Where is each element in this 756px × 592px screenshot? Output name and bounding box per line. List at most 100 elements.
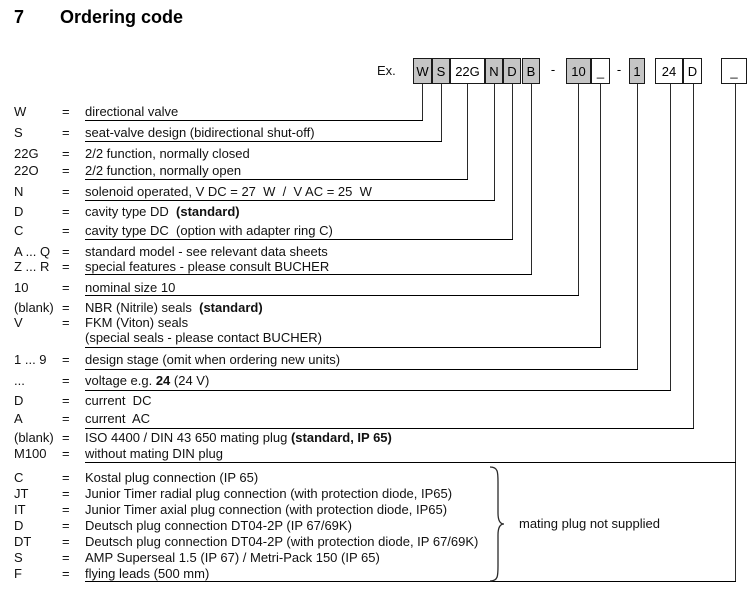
connector-vline-s: [441, 84, 442, 142]
code-box-w: W: [413, 58, 432, 84]
legend-row-current-dc: D=current DC: [0, 393, 151, 408]
row-code: C: [14, 223, 24, 238]
row-code: Z ... R: [14, 259, 50, 274]
legend-row-special-seals: (special seals - please contact BUCHER): [0, 330, 322, 345]
desc-text: nominal size 10: [85, 280, 176, 295]
desc-text: Junior Timer axial plug connection (with…: [85, 502, 448, 517]
desc-text: special features - please consult BUCHER: [85, 259, 330, 274]
legend-row-22g: 22G=2/2 function, normally closed: [0, 146, 250, 161]
row-description: Junior Timer radial plug connection (wit…: [85, 486, 452, 501]
legend-row-deutsch: D=Deutsch plug connection DT04-2P (IP 67…: [0, 518, 352, 533]
legend-row-m100: M100=without mating DIN plug: [0, 446, 223, 461]
row-code: W: [14, 104, 27, 119]
desc-bold: 24: [155, 373, 171, 388]
desc-text: Junior Timer radial plug connection (wit…: [85, 486, 453, 501]
legend-row-cavity-dd: D = cavity type DD (standard): [0, 204, 240, 219]
desc-text: ISO 4400 / DIN 43 650 mating plug: [85, 430, 291, 445]
row-description: flying leads (500 mm): [85, 566, 209, 581]
row-equals: =: [62, 280, 70, 295]
row-description: without mating DIN plug: [85, 446, 223, 461]
row-code: A: [14, 411, 23, 426]
legend-row-flying-leads: F = flying leads (500 mm): [0, 566, 209, 581]
desc-bold: (standard, IP 65): [290, 430, 392, 445]
desc-text: directional valve: [85, 104, 179, 119]
underline-cavity: [85, 239, 513, 240]
row-code: F: [14, 566, 22, 581]
row-description: Junior Timer axial plug connection (with…: [85, 502, 447, 517]
legend-row-iso-plug: (blank)=ISO 4400 / DIN 43 650 mating plu…: [0, 430, 392, 445]
code-box-24: 24: [655, 58, 683, 84]
desc-text: current AC: [85, 411, 151, 426]
row-equals: =: [62, 204, 70, 219]
desc-text: cavity type DC (option with adapter ring…: [85, 223, 333, 238]
legend-row-current-ac: A=current AC: [0, 411, 150, 426]
row-equals: =: [62, 566, 70, 581]
legend-row-cavity-dc: C=cavity type DC (option with adapter ri…: [0, 223, 333, 238]
legend-row-n: N=solenoid operated, V DC = 27 W / V AC …: [0, 184, 372, 199]
row-description: nominal size 10: [85, 280, 175, 295]
row-code: JT: [14, 486, 29, 501]
row-equals: =: [62, 244, 70, 259]
row-description: voltage e.g. 24 (24 V): [85, 373, 209, 388]
row-equals: =: [62, 430, 70, 445]
legend-row-special-features: Z ... R=special features - please consul…: [0, 259, 329, 274]
underline-plug-type: [85, 581, 736, 582]
code-box-22g: 22G: [450, 58, 485, 84]
row-description: FKM (Viton) seals: [85, 315, 188, 330]
row-equals: =: [62, 393, 70, 408]
code-box-plug: _: [721, 58, 747, 84]
connector-vline-d: [512, 84, 513, 240]
row-code: S: [14, 550, 23, 565]
row-description: standard model - see relevant data sheet…: [85, 244, 328, 259]
legend-row-jt: JT=Junior Timer radial plug connection (…: [0, 486, 452, 501]
row-description: 2/2 function, normally open: [85, 163, 241, 178]
legend-row-standard-model: A ... Q=standard model - see relevant da…: [0, 244, 328, 259]
code-box-seal: _: [591, 58, 610, 84]
legend-row-deutsch-diode: DT=Deutsch plug connection DT04-2P (with…: [0, 534, 478, 549]
row-code: V: [14, 315, 23, 330]
connector-vline-seal: [600, 84, 601, 348]
row-code: N: [14, 184, 24, 199]
desc-text: AMP Superseal 1.5 (IP 67) / Metri-Pack 1…: [85, 550, 380, 565]
row-equals: =: [62, 373, 70, 388]
underline-size: [85, 295, 579, 296]
connector-vline-plug: [735, 84, 736, 582]
row-description: cavity type DC (option with adapter ring…: [85, 223, 333, 238]
row-description: Kostal plug connection (IP 65): [85, 470, 258, 485]
code-box-10: 10: [566, 58, 591, 84]
underline-w: [85, 120, 423, 121]
underline-model: [85, 274, 532, 275]
connector-vline-24: [670, 84, 671, 391]
row-code: 22O: [14, 163, 39, 178]
row-equals: =: [62, 502, 70, 517]
row-code: D: [14, 518, 24, 533]
legend-row-it: IT=Junior Timer axial plug connection (w…: [0, 502, 447, 517]
row-equals: =: [62, 352, 70, 367]
underline-seals: [85, 347, 601, 348]
desc-bold: (standard): [176, 204, 240, 219]
desc-text: current DC: [85, 393, 152, 408]
row-description: AMP Superseal 1.5 (IP 67) / Metri-Pack 1…: [85, 550, 380, 565]
code-separator: -: [616, 62, 622, 77]
row-code: D: [14, 204, 24, 219]
desc-text: NBR (Nitrile) seals: [85, 300, 200, 315]
section-number: 7: [14, 7, 25, 27]
row-description: Deutsch plug connection DT04-2P (IP 67/6…: [85, 518, 352, 533]
row-equals: =: [62, 550, 70, 565]
row-equals: =: [62, 163, 70, 178]
desc-text: solenoid operated, V DC = 27 W / V AC = …: [85, 184, 372, 199]
underline-voltage: [85, 390, 671, 391]
row-description: 2/2 function, normally closed: [85, 146, 250, 161]
desc-text: without mating DIN plug: [85, 446, 224, 461]
row-code: M100: [14, 446, 47, 461]
row-description: NBR (Nitrile) seals (standard): [85, 300, 263, 315]
row-description: cavity type DD (standard): [85, 204, 240, 219]
desc-text: Deutsch plug connection DT04-2P (with pr…: [85, 534, 479, 549]
desc-text: (special seals - please contact BUCHER): [85, 330, 322, 345]
row-code: DT: [14, 534, 32, 549]
row-code: C: [14, 470, 24, 485]
desc-text: Kostal plug connection (IP 65): [85, 470, 259, 485]
row-equals: =: [62, 300, 70, 315]
underline-din-plug: [85, 462, 736, 463]
